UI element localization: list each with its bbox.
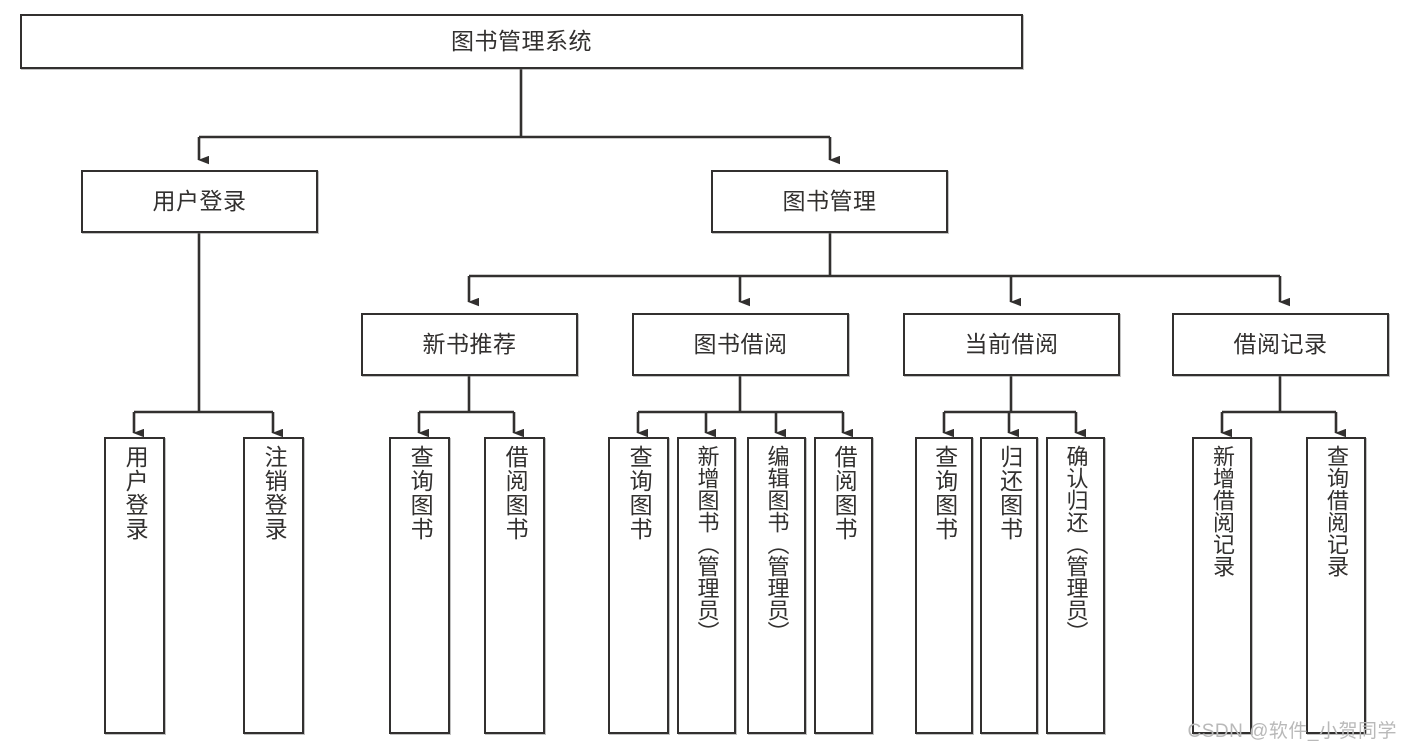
node-leaf-return-book[interactable]: 归还图书 (980, 437, 1038, 734)
node-leaf-edit-book-label: 编辑图书（管理员） (764, 445, 790, 643)
node-leaf-add-book[interactable]: 新增图书（管理员） (677, 437, 736, 734)
node-book-manage[interactable]: 图书管理 (711, 170, 948, 233)
node-current-borrow[interactable]: 当前借阅 (903, 313, 1120, 376)
node-leaf-borrow-book-2-label: 借阅图书 (831, 445, 858, 541)
node-leaf-query-book-1-label: 查询图书 (407, 445, 434, 541)
node-leaf-query-book-2-label: 查询图书 (626, 445, 653, 541)
node-leaf-query-book-3-label: 查询图书 (931, 445, 958, 541)
node-leaf-query-book-2[interactable]: 查询图书 (608, 437, 669, 734)
node-leaf-add-record-label: 新增借阅记录 (1209, 445, 1235, 577)
node-leaf-query-record[interactable]: 查询借阅记录 (1306, 437, 1366, 734)
node-root-label: 图书管理系统 (451, 27, 592, 54)
node-leaf-confirm-return-label: 确认归还（管理员） (1063, 445, 1089, 643)
node-book-manage-label: 图书管理 (782, 187, 877, 214)
node-root[interactable]: 图书管理系统 (20, 14, 1023, 69)
node-leaf-borrow-book-1-label: 借阅图书 (502, 445, 529, 541)
node-leaf-logout-login[interactable]: 注销登录 (243, 437, 304, 734)
node-book-borrow[interactable]: 图书借阅 (632, 313, 849, 376)
node-leaf-add-record[interactable]: 新增借阅记录 (1192, 437, 1252, 734)
node-user-login[interactable]: 用户登录 (81, 170, 318, 233)
node-leaf-query-book-1[interactable]: 查询图书 (389, 437, 450, 734)
node-leaf-confirm-return[interactable]: 确认归还（管理员） (1046, 437, 1105, 734)
node-new-book-recommend[interactable]: 新书推荐 (361, 313, 578, 376)
node-leaf-user-login-label: 用户登录 (122, 445, 149, 541)
node-leaf-query-book-3[interactable]: 查询图书 (915, 437, 973, 734)
node-borrow-record-label: 借阅记录 (1233, 330, 1328, 357)
watermark-text: CSDN @软件_小贺同学 (1187, 721, 1397, 742)
node-leaf-borrow-book-2[interactable]: 借阅图书 (814, 437, 873, 734)
node-leaf-return-book-label: 归还图书 (996, 445, 1023, 541)
node-leaf-edit-book[interactable]: 编辑图书（管理员） (747, 437, 806, 734)
node-leaf-user-login[interactable]: 用户登录 (104, 437, 165, 734)
node-new-book-recommend-label: 新书推荐 (422, 330, 517, 357)
node-leaf-query-record-label: 查询借阅记录 (1323, 445, 1349, 577)
node-leaf-borrow-book-1[interactable]: 借阅图书 (484, 437, 545, 734)
node-leaf-add-book-label: 新增图书（管理员） (694, 445, 720, 643)
node-borrow-record[interactable]: 借阅记录 (1172, 313, 1389, 376)
node-current-borrow-label: 当前借阅 (964, 330, 1059, 357)
node-book-borrow-label: 图书借阅 (693, 330, 788, 357)
node-leaf-logout-login-label: 注销登录 (261, 445, 288, 541)
node-user-login-label: 用户登录 (152, 187, 247, 214)
